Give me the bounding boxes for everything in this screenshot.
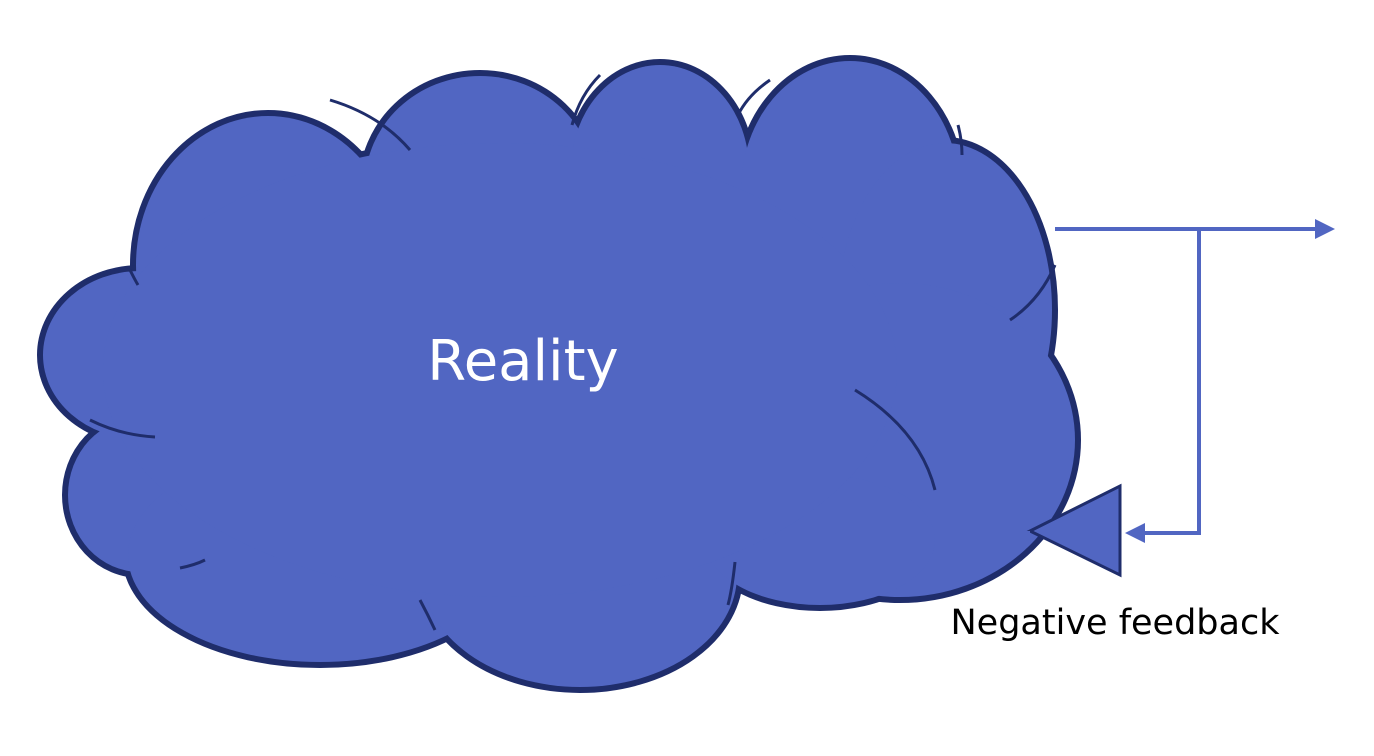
feedback-loop: Negative feedback <box>940 229 1280 643</box>
cloud-label: Reality <box>427 329 618 394</box>
output-arrow <box>1055 219 1335 239</box>
feedback-arrowhead-icon <box>1125 523 1145 543</box>
inverter-triangle-icon <box>1026 483 1122 578</box>
cloud-creases <box>89 73 1057 631</box>
output-arrowhead-icon <box>1315 219 1335 239</box>
feedback-line <box>1140 229 1201 535</box>
return-arrowhead-icon <box>940 523 960 543</box>
reality-cloud: Reality <box>37 55 1081 693</box>
negative-feedback-label: Negative feedback <box>951 603 1281 643</box>
